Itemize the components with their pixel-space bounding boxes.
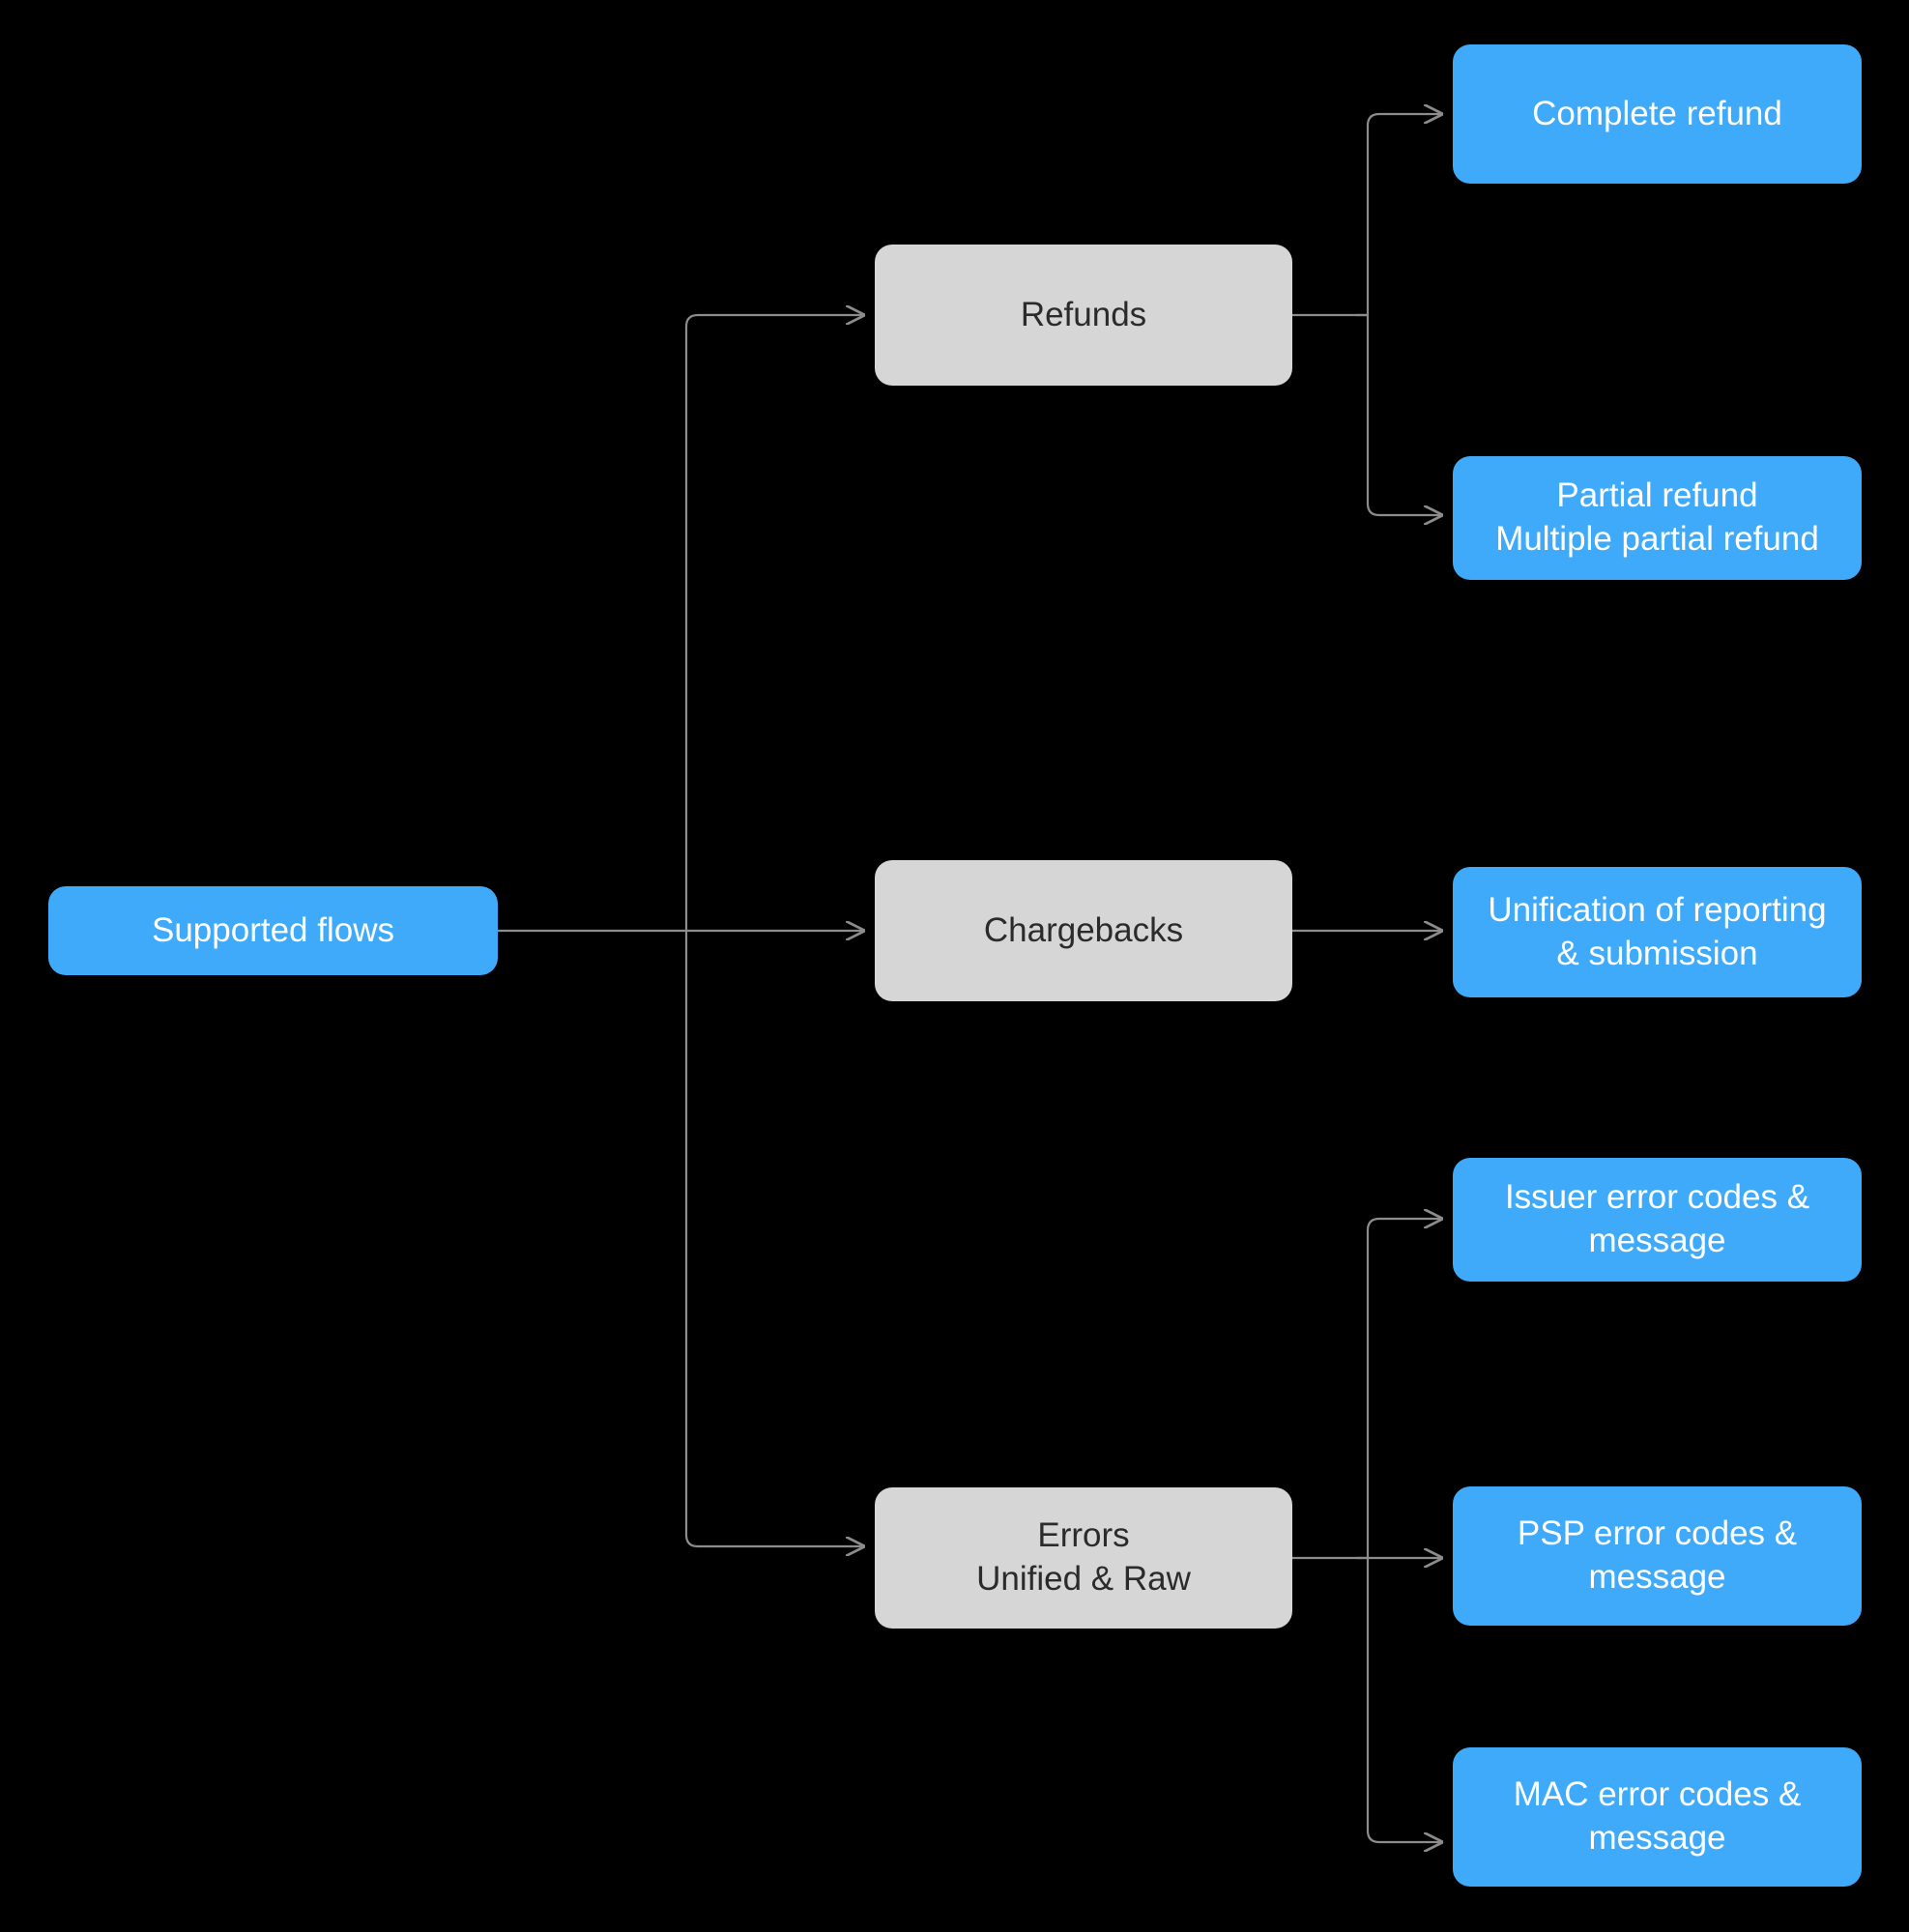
edge-refunds-to-complete-refund <box>1356 114 1441 317</box>
node-label-line: PSP error codes & <box>1517 1514 1798 1553</box>
edge-errors-to-issuer-error <box>1356 1219 1441 1560</box>
node-label-line: message <box>1588 1558 1726 1596</box>
node-label-line: Supported flows <box>152 910 394 949</box>
node-label-line: Errors <box>1037 1516 1130 1555</box>
edge-supported-flows-to-refunds <box>684 315 863 931</box>
node-errors[interactable]: Errors Unified & Raw <box>875 1487 1292 1629</box>
node-label-line: Unified & Raw <box>976 1560 1191 1598</box>
node-label-line: MAC error codes & <box>1513 1775 1802 1814</box>
edge-supported-flows-to-errors <box>684 931 863 1546</box>
node-label-line: Issuer error codes & <box>1504 1178 1810 1217</box>
node-supported-flows[interactable]: Supported flows <box>48 886 498 975</box>
node-refunds[interactable]: Refunds <box>875 245 1292 386</box>
node-label-line: & submission <box>1556 934 1758 972</box>
node-partial-refund[interactable]: Partial refund Multiple partial refund <box>1453 456 1862 580</box>
node-complete-refund[interactable]: Complete refund <box>1453 44 1862 184</box>
node-mac-error-codes-and-message[interactable]: MAC error codes & message <box>1453 1747 1862 1887</box>
node-psp-error-codes-and-message[interactable]: PSP error codes & message <box>1453 1486 1862 1626</box>
node-label-line: Unification of reporting <box>1488 890 1827 929</box>
node-label-line: Complete refund <box>1532 94 1782 132</box>
node-unification-of-reporting-and-submission[interactable]: Unification of reporting & submission <box>1453 867 1862 997</box>
node-label-line: Chargebacks <box>983 910 1184 949</box>
edge-refunds-to-partial-refund <box>1356 313 1441 515</box>
node-label-line: message <box>1588 1819 1726 1857</box>
edge-errors-to-mac-error <box>1356 1556 1441 1842</box>
node-label-line: Multiple partial refund <box>1495 520 1819 558</box>
node-label-line: message <box>1588 1222 1726 1259</box>
node-label-line: Partial refund <box>1556 476 1758 515</box>
node-chargebacks[interactable]: Chargebacks <box>875 860 1292 1001</box>
node-issuer-error-codes-and-message[interactable]: Issuer error codes & message <box>1453 1158 1862 1282</box>
node-label-line: Refunds <box>1020 295 1147 333</box>
